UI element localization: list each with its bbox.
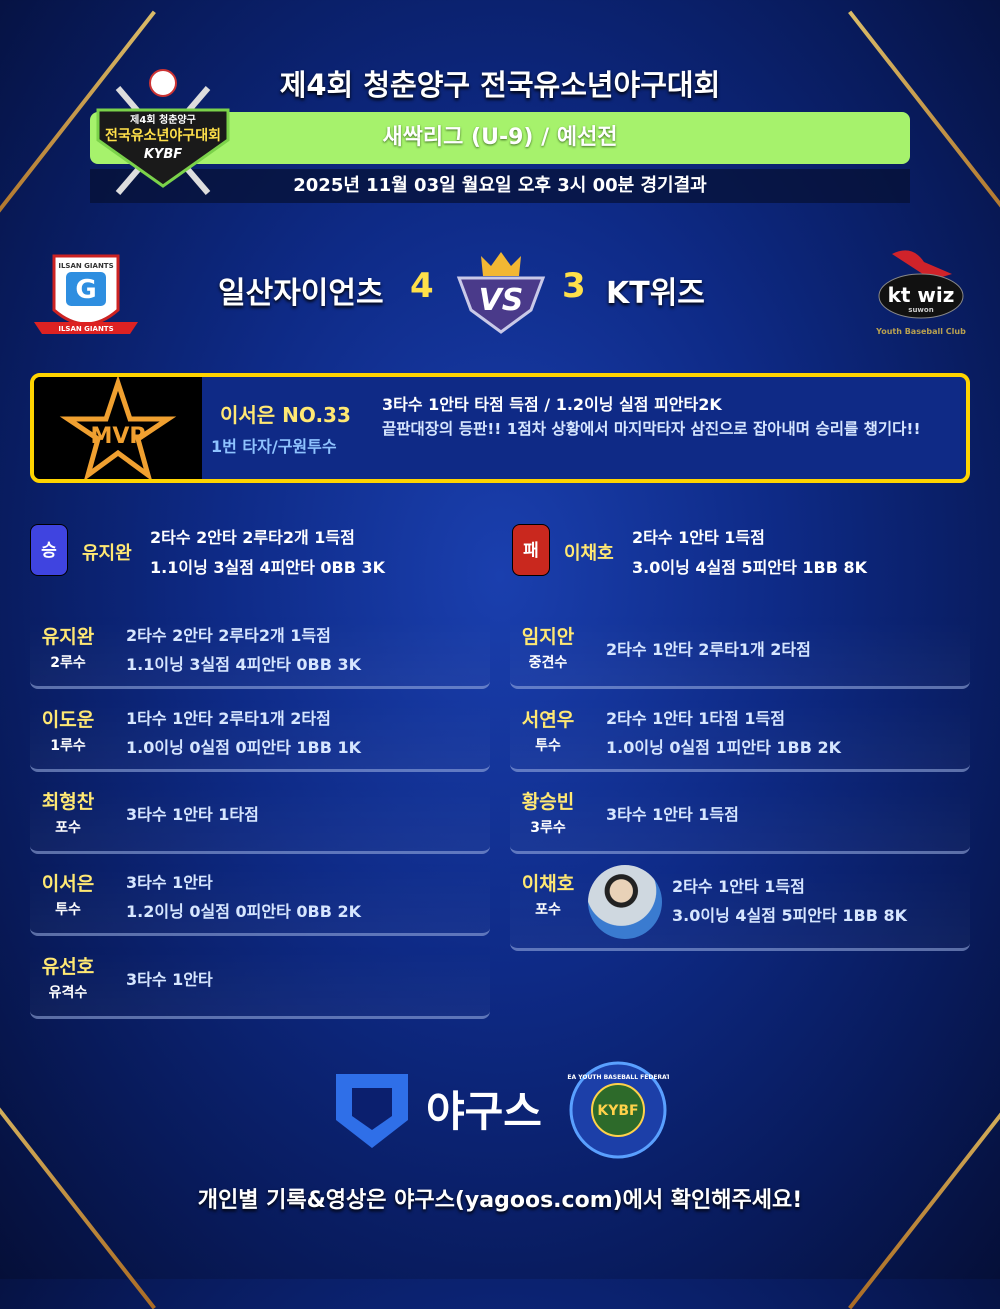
svg-text:제4회 청춘양구: 제4회 청춘양구 xyxy=(130,113,196,126)
player-name: 황승빈 xyxy=(521,791,575,813)
player-stat-line1: 3타수 1안타 1득점 xyxy=(606,805,739,824)
player-stat-line1: 2타수 1안타 1득점 xyxy=(672,877,805,896)
svg-text:Youth Baseball Club: Youth Baseball Club xyxy=(875,327,966,336)
player-position: 2루수 xyxy=(50,655,86,671)
svg-text:전국유소년야구대회: 전국유소년야구대회 xyxy=(105,127,221,144)
player-position: 포수 xyxy=(535,902,561,918)
player-name: 이채호 xyxy=(521,873,575,895)
svg-text:ILSAN GIANTS: ILSAN GIANTS xyxy=(58,325,113,333)
player-name: 최형찬 xyxy=(41,791,95,813)
player-stat-line2: 1.0이닝 0실점 0피안타 1BB 1K xyxy=(126,738,361,757)
footer-caption: 개인별 기록&영상은 야구스(yagoos.com)에서 확인해주세요! xyxy=(197,1188,803,1213)
player-stat-line1: 3타수 1안타 xyxy=(126,970,213,989)
win-badge: 승 xyxy=(30,524,68,576)
player-position: 투수 xyxy=(535,738,561,754)
player-position: 1루수 xyxy=(50,738,86,754)
loss-pitcher-name: 이채호 xyxy=(564,543,614,564)
player-stat-line1: 3타수 1안타 xyxy=(126,873,213,892)
player-card: 이서은 투수 3타수 1안타 1.2이닝 0실점 0피안타 0BB 2K xyxy=(30,861,490,936)
player-card: 유선호 유격수 3타수 1안타 xyxy=(30,944,490,1019)
mvp-star-icon: MVP xyxy=(34,375,202,482)
svg-text:kt wiz: kt wiz xyxy=(888,283,955,307)
game-date: 2025년 11월 03일 월요일 오후 3시 00분 경기결과 xyxy=(90,169,910,203)
mvp-stat: 3타수 1안타 타점 득점 / 1.2이닝 실점 피안타2K xyxy=(382,395,722,414)
player-name: 유선호 xyxy=(41,956,95,978)
player-position: 3루수 xyxy=(530,820,566,836)
player-card: 이도운 1루수 1타수 1안타 2루타1개 2타점 1.0이닝 0실점 0피안타 … xyxy=(30,697,490,772)
mvp-panel: MVP 이서은 NO.33 1번 타자/구원투수 3타수 1안타 타점 득점 /… xyxy=(30,373,970,483)
player-stat-line2: 1.1이닝 3실점 4피안타 0BB 3K xyxy=(126,655,361,674)
loss-line2: 3.0이닝 4실점 5피안타 1BB 8K xyxy=(632,558,867,577)
player-card: 황승빈 3루수 3타수 1안타 1득점 xyxy=(510,779,970,854)
player-name: 임지안 xyxy=(521,626,575,648)
mvp-comment: 끝판대장의 등판!! 1점차 상황에서 마지막타자 삼진으로 잡아내며 승리를 … xyxy=(382,420,921,438)
win-pitcher-name: 유지완 xyxy=(82,543,132,564)
player-name: 유지완 xyxy=(41,626,95,648)
svg-text:KOREA YOUTH BASEBALL FEDERATIO: KOREA YOUTH BASEBALL FEDERATION xyxy=(567,1074,669,1081)
svg-text:G: G xyxy=(75,275,96,305)
player-stat-line2: 1.0이닝 0실점 1피안타 1BB 2K xyxy=(606,738,841,757)
away-team-name: KT위즈 xyxy=(606,276,705,311)
svg-text:VS: VS xyxy=(479,283,524,318)
home-score: 4 xyxy=(410,266,434,306)
svg-text:ILSAN GIANTS: ILSAN GIANTS xyxy=(58,262,113,270)
vs-emblem: VS xyxy=(455,250,547,336)
mvp-name: 이서은 NO.33 xyxy=(220,403,351,427)
away-score: 3 xyxy=(562,266,586,306)
player-position: 유격수 xyxy=(48,985,88,1001)
yagoos-logo-icon xyxy=(332,1070,412,1150)
svg-text:suwon: suwon xyxy=(908,306,933,314)
player-card: 최형찬 포수 3타수 1안타 1타점 xyxy=(30,779,490,854)
player-position: 포수 xyxy=(55,820,81,836)
player-position: 중견수 xyxy=(528,655,568,671)
player-photo xyxy=(588,865,662,939)
player-name: 이도운 xyxy=(41,709,95,731)
tournament-logo: 제4회 청춘양구 전국유소년야구대회 KYBF xyxy=(88,68,238,198)
svg-text:KYBF: KYBF xyxy=(144,147,182,162)
mvp-role: 1번 타자/구원투수 xyxy=(211,437,337,456)
loss-badge: 패 xyxy=(512,524,550,576)
player-stat-line1: 3타수 1안타 1타점 xyxy=(126,805,259,824)
player-name: 이서은 xyxy=(41,873,95,895)
player-position: 투수 xyxy=(55,902,81,918)
home-team-name: 일산자이언츠 xyxy=(218,276,384,311)
page-title: 제4회 청춘양구 전국유소년야구대회 xyxy=(279,68,721,102)
svg-text:KYBF: KYBF xyxy=(597,1103,638,1119)
win-line1: 2타수 2안타 2루타2개 1득점 xyxy=(150,528,355,547)
player-name: 서연우 xyxy=(521,709,575,731)
kt-wiz-logo: kt wiz suwon Youth Baseball Club xyxy=(872,244,970,340)
player-stat-line2: 1.2이닝 0실점 0피안타 0BB 2K xyxy=(126,902,361,921)
player-card: 서연우 투수 2타수 1안타 1타점 1득점 1.0이닝 0실점 1피안타 1BB… xyxy=(510,697,970,772)
player-stat-line1: 2타수 2안타 2루타2개 1득점 xyxy=(126,626,331,645)
yagoos-brand: 야구스 xyxy=(426,1087,542,1136)
ilsan-giants-logo: G ILSAN GIANTS ILSAN GIANTS xyxy=(34,250,138,338)
win-line2: 1.1이닝 3실점 4피안타 0BB 3K xyxy=(150,558,385,577)
player-card: 임지안 중견수 2타수 1안타 2루타1개 2타점 xyxy=(510,614,970,689)
player-stat-line2: 3.0이닝 4실점 5피안타 1BB 8K xyxy=(672,906,907,925)
svg-text:MVP: MVP xyxy=(90,424,145,449)
kybf-logo: KYBF KOREA YOUTH BASEBALL FEDERATION xyxy=(553,1061,683,1159)
loss-line1: 2타수 1안타 1득점 xyxy=(632,528,765,547)
player-stat-line1: 2타수 1안타 2루타1개 2타점 xyxy=(606,640,811,659)
player-stat-line1: 2타수 1안타 1타점 1득점 xyxy=(606,709,786,728)
player-card: 유지완 2루수 2타수 2안타 2루타2개 1득점 1.1이닝 3실점 4피안타 … xyxy=(30,614,490,689)
player-card: 이채호 포수 2타수 1안타 1득점 3.0이닝 4실점 5피안타 1BB 8K xyxy=(510,861,970,951)
player-stat-line1: 1타수 1안타 2루타1개 2타점 xyxy=(126,709,331,728)
